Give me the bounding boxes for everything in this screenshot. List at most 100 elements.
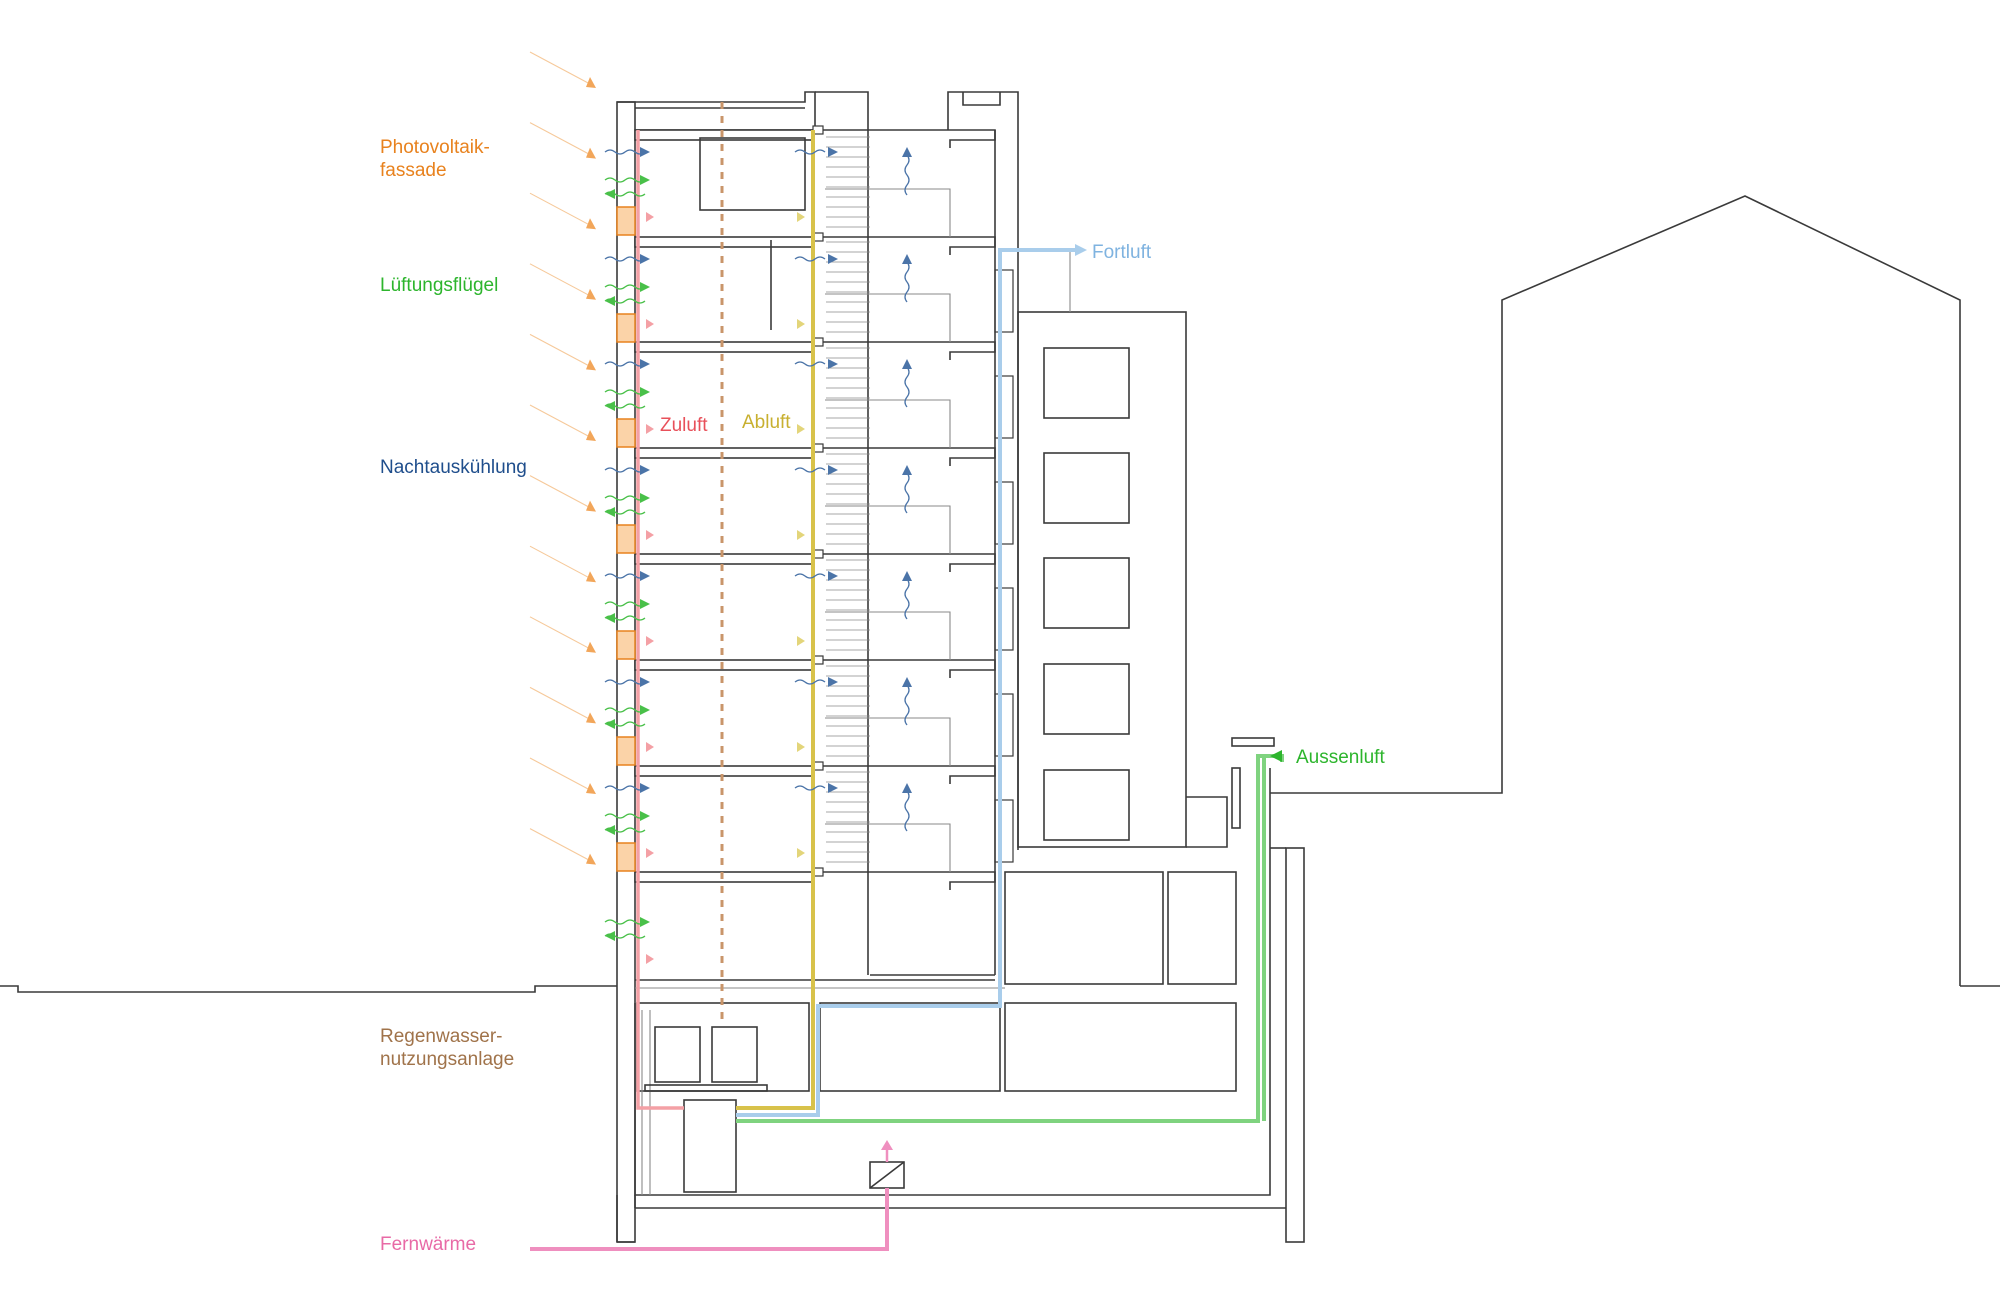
sun-ray-arrow: [586, 500, 596, 512]
zuluft-arrow: [646, 954, 654, 964]
air-wave: [604, 495, 646, 501]
shaft-arrow: [902, 359, 912, 369]
exhaust-wave: [794, 679, 826, 685]
air-arrow: [640, 571, 650, 581]
exhaust-arrow: [828, 359, 838, 369]
air-wave: [604, 149, 646, 155]
sun-ray: [529, 404, 591, 438]
exhaust-arrow: [828, 677, 838, 687]
exhaust-arrow: [828, 254, 838, 264]
floor-slab-right: [813, 659, 996, 678]
air-wave: [604, 389, 646, 395]
shaft-wave: [904, 366, 910, 408]
abluft-arrow: [797, 424, 805, 434]
shaft-wave: [904, 790, 910, 832]
sun-ray: [529, 616, 591, 650]
air-wave: [604, 573, 646, 579]
air-wave: [604, 679, 646, 685]
floor-slab: [634, 553, 814, 565]
sun-ray: [529, 686, 591, 720]
air-arrow: [640, 282, 650, 292]
label-aussenluft: Aussenluft: [1296, 747, 1385, 768]
shaft-wave: [904, 578, 910, 620]
neighbour-house-outline: [1270, 195, 1961, 986]
shaft-arrow: [902, 677, 912, 687]
shaft-wave: [904, 684, 910, 726]
rainwater-tank-1: [654, 1026, 701, 1083]
air-wave: [604, 256, 646, 262]
air-wave: [604, 813, 646, 819]
shaft-wave: [904, 472, 910, 514]
air-arrow: [605, 825, 615, 835]
sun-ray: [529, 263, 591, 297]
fortluft-duct: [736, 248, 1080, 1117]
ground-line: [0, 985, 2000, 993]
sun-ray: [529, 192, 591, 226]
sun-ray: [529, 122, 591, 156]
exhaust-arrow: [828, 783, 838, 793]
air-arrow: [605, 401, 615, 411]
floor-slab-right: [813, 447, 996, 466]
shaft-arrow: [902, 147, 912, 157]
air-wave: [604, 601, 646, 607]
sun-ray: [529, 51, 591, 85]
exhaust-arrow: [828, 147, 838, 157]
floor-slab-right: [813, 553, 996, 572]
core-line: [825, 611, 951, 660]
core-line: [825, 293, 951, 342]
main-building-section: [616, 91, 1019, 1243]
air-arrow: [605, 507, 615, 517]
window-slit: [994, 375, 1014, 439]
sun-ray-arrow: [586, 147, 596, 159]
zuluft-arrow: [646, 530, 654, 540]
sun-ray: [529, 333, 591, 367]
sun-ray-arrow: [586, 712, 596, 724]
floor-slab: [634, 871, 814, 883]
sun-ray: [529, 828, 591, 862]
pv-panel: [616, 206, 636, 236]
air-wave: [604, 785, 646, 791]
sun-ray-arrow: [586, 853, 596, 865]
zuluft-duct: [636, 130, 684, 1110]
abluft-arrow: [797, 319, 805, 329]
label-regenwasser-line1: Regenwasser-: [380, 1026, 503, 1047]
rainwater-tank-2: [711, 1026, 758, 1083]
abluft-arrow: [797, 636, 805, 646]
zuluft-arrow: [646, 212, 654, 222]
zuluft-arrow: [646, 424, 654, 434]
sun-ray-arrow: [586, 288, 596, 300]
sun-ray-arrow: [586, 218, 596, 230]
facade-symbols: [604, 147, 838, 964]
core-line: [825, 717, 951, 766]
shaft-arrow: [902, 465, 912, 475]
zuluft-arrow: [646, 319, 654, 329]
abluft-arrow: [797, 212, 805, 222]
abluft-arrow: [797, 742, 805, 752]
window-slit: [994, 587, 1014, 651]
floor-slab: [634, 659, 814, 671]
exhaust-wave: [794, 361, 826, 367]
sun-ray: [529, 545, 591, 579]
sun-rays: [529, 51, 596, 865]
floor-slab: [634, 236, 814, 248]
floor-slab-right: [813, 765, 996, 784]
exhaust-wave: [794, 149, 826, 155]
window-slit: [994, 799, 1014, 863]
label-lueftungsfluegel: Lüftungsflügel: [380, 275, 498, 296]
core-lines: [825, 188, 951, 872]
air-wave: [604, 467, 646, 473]
rooftop-box: [699, 137, 806, 211]
label-abluft: Abluft: [742, 412, 791, 433]
air-wave: [604, 707, 646, 713]
sun-ray-arrow: [586, 571, 596, 583]
pv-panel: [616, 524, 636, 554]
label-zuluft: Zuluft: [660, 415, 708, 436]
air-arrow: [640, 917, 650, 927]
pv-panel: [616, 842, 636, 872]
floor-slab-right: [813, 341, 996, 360]
air-wave: [604, 361, 646, 367]
air-arrow: [640, 465, 650, 475]
exhaust-arrow: [828, 465, 838, 475]
label-nachtauskuehlung: Nachtauskühlung: [380, 457, 527, 478]
air-arrow: [640, 677, 650, 687]
